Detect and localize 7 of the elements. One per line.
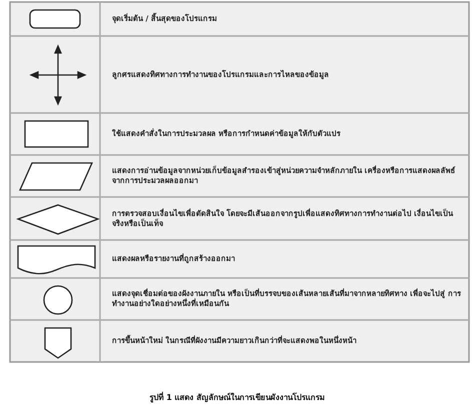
figure-caption: รูปที่ 1 แสดง สัญลักษณ์ในการเขียนผังงานโปรแกรม [148,391,326,404]
parallelogram-symbol [19,162,93,191]
connector-circle-symbol [43,285,73,315]
terminator-symbol [29,9,81,29]
decision-diamond-symbol [16,204,100,235]
document-symbol [17,245,96,274]
process-rectangle-symbol [24,120,89,148]
